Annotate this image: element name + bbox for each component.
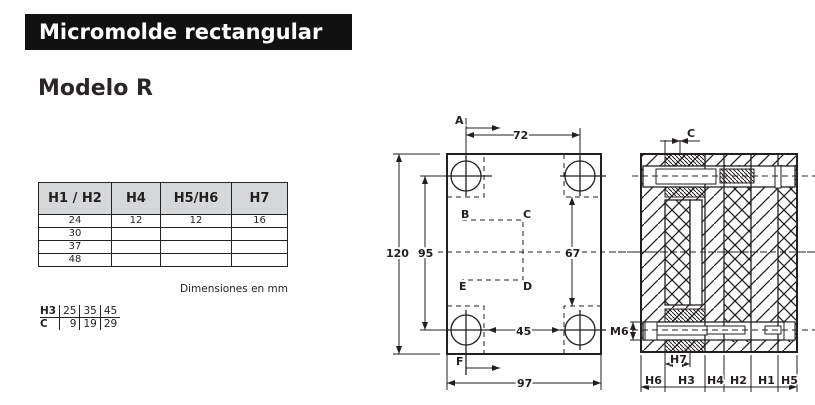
dim-120: 120 [386, 247, 409, 260]
label-d: D [523, 280, 532, 293]
label-h7: H7 [670, 353, 687, 366]
label-m6: M6 [610, 325, 629, 338]
cell: 9 [59, 317, 80, 330]
table-row: 48 [38, 253, 288, 267]
label-h1: H1 [758, 374, 775, 387]
cell: C [40, 318, 48, 330]
cell: 35 [79, 305, 101, 318]
side-view [610, 138, 815, 392]
cell [231, 253, 288, 267]
front-view [393, 118, 815, 390]
label-f: F [456, 355, 464, 368]
label-h5: H5 [781, 374, 798, 387]
dim-72: 72 [513, 129, 528, 142]
model-subtitle: Modelo R [38, 76, 153, 101]
table-row: 30 [38, 227, 288, 241]
cell: 25 [59, 305, 80, 318]
units-note: Dimensiones en mm [180, 283, 288, 295]
cell: 19 [79, 317, 101, 330]
front-view-labels: A 72 B C 120 95 67 E D 45 F 97 [384, 112, 582, 392]
cell: H3 [40, 305, 60, 318]
cell: 29 [99, 317, 121, 330]
label-h3: H3 [678, 374, 695, 387]
page-title: Micromolde rectangular [25, 14, 352, 50]
column-header: H7 [231, 182, 288, 215]
table-row: 37 [38, 240, 288, 254]
dim-95: 95 [418, 247, 433, 260]
label-h2: H2 [730, 374, 747, 387]
label-e: E [459, 280, 467, 293]
label-h4: H4 [707, 374, 724, 387]
dim-45: 45 [516, 325, 531, 338]
label-c: C [687, 127, 695, 140]
table-header-row: H1 / H2 H4 H5/H6 H7 [38, 182, 288, 215]
cell: 45 [99, 305, 121, 318]
label-a: A [455, 114, 464, 127]
side-view-labels: C M6 H7 H6 H3 H4 H2 H1 H5 [609, 126, 800, 389]
dim-67: 67 [565, 247, 580, 260]
label-c: C [523, 208, 531, 221]
label-b: B [461, 208, 469, 221]
label-h6: H6 [645, 374, 662, 387]
dim-97: 97 [517, 377, 532, 390]
